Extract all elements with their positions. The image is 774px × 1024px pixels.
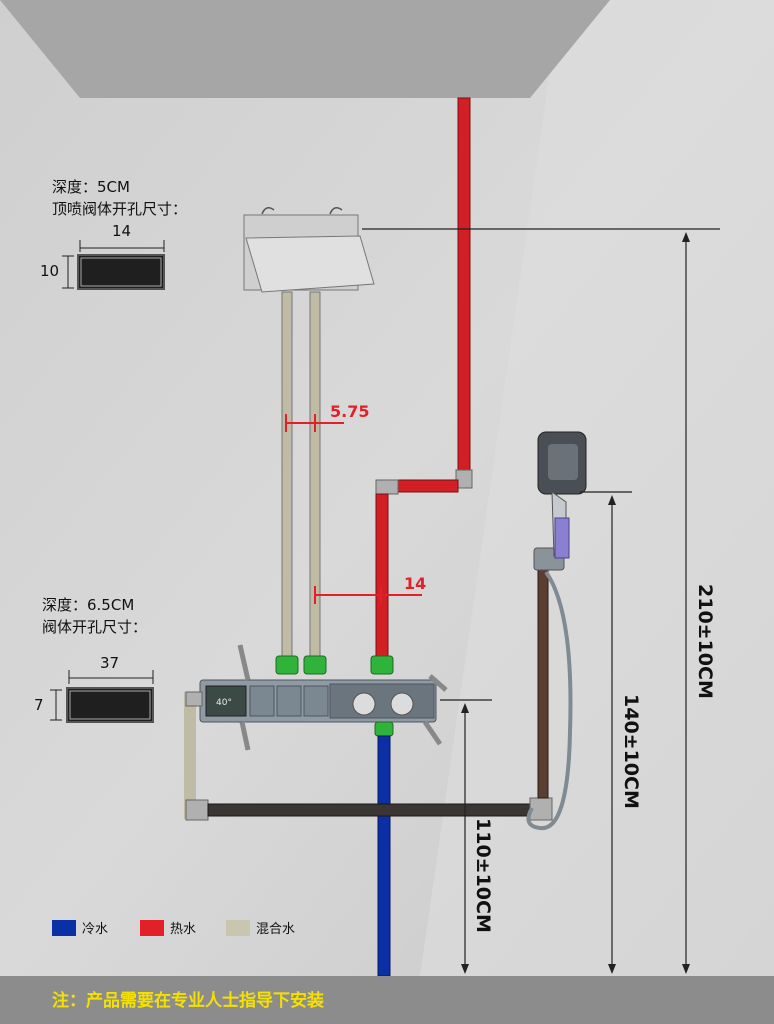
valve-depth-label: 深度：6.5CM — [42, 596, 135, 614]
overhead-valve-box — [243, 207, 375, 293]
footer-bar: 注：产品需要在专业人士指导下安装 — [0, 976, 774, 1024]
total-height-label: 210±10CM — [694, 584, 716, 699]
mixed-riser-right — [309, 291, 321, 663]
ceiling-block — [0, 0, 610, 98]
legend-mixed-swatch — [226, 919, 250, 936]
valve-height-label: 110±10CM — [472, 818, 494, 933]
valve-hole-drawing — [50, 670, 154, 723]
shower-hose — [526, 570, 573, 831]
legend-cold-swatch — [52, 919, 76, 936]
handshower-supply-pipe — [207, 803, 533, 817]
legend-cold: 冷水 — [52, 918, 108, 937]
thermostatic-valve-panel — [199, 644, 448, 751]
hand-shower — [537, 431, 587, 559]
hot-down-pipe — [375, 493, 389, 659]
legend-hot: 热水 — [140, 918, 196, 937]
valve-hole-height: 7 — [34, 696, 44, 714]
legend-hot-swatch — [140, 919, 164, 936]
top-hole-title: 顶喷阀体开孔尺寸： — [52, 200, 188, 218]
pipe-spacing-dimension — [285, 414, 344, 432]
pipe-offset-dimension — [314, 586, 422, 604]
top-hole-width: 14 — [112, 222, 132, 240]
hot-supply-pipe — [457, 97, 471, 471]
legend-cold-label: 冷水 — [82, 922, 109, 937]
legend-hot-label: 热水 — [170, 922, 197, 937]
connector-hot — [370, 655, 394, 675]
elbow-left-bottom — [185, 799, 209, 821]
elbow-left-top — [185, 691, 203, 707]
temperature-display: 40° — [216, 698, 232, 708]
pipe-spacing-value: 5.75 — [330, 402, 370, 421]
handshower-riser — [537, 569, 549, 799]
connector-middle — [303, 655, 327, 675]
handshower-height-label: 140±10CM — [620, 694, 642, 809]
top-hole-drawing — [62, 240, 165, 290]
top-hole-height: 10 — [40, 262, 60, 280]
valve-hole-title: 阀体开孔尺寸： — [42, 618, 148, 636]
hot-horizontal-pipe — [395, 479, 459, 493]
height-dimension-lines — [362, 228, 720, 972]
legend-mixed: 混合水 — [226, 918, 295, 937]
top-depth-label: 深度：5CM — [52, 178, 130, 196]
legend-mixed-label: 混合水 — [256, 922, 296, 937]
pipe-offset-value: 14 — [404, 574, 427, 593]
connector-left — [275, 655, 299, 675]
cold-supply-pipe — [377, 735, 391, 977]
hot-elbow-left — [375, 479, 399, 495]
installation-note: 注：产品需要在专业人士指导下安装 — [52, 991, 324, 1011]
connector-cold — [374, 721, 394, 737]
dimension-arrows — [461, 232, 690, 974]
valve-hole-width: 37 — [100, 654, 120, 672]
mixed-riser-left — [281, 291, 293, 663]
